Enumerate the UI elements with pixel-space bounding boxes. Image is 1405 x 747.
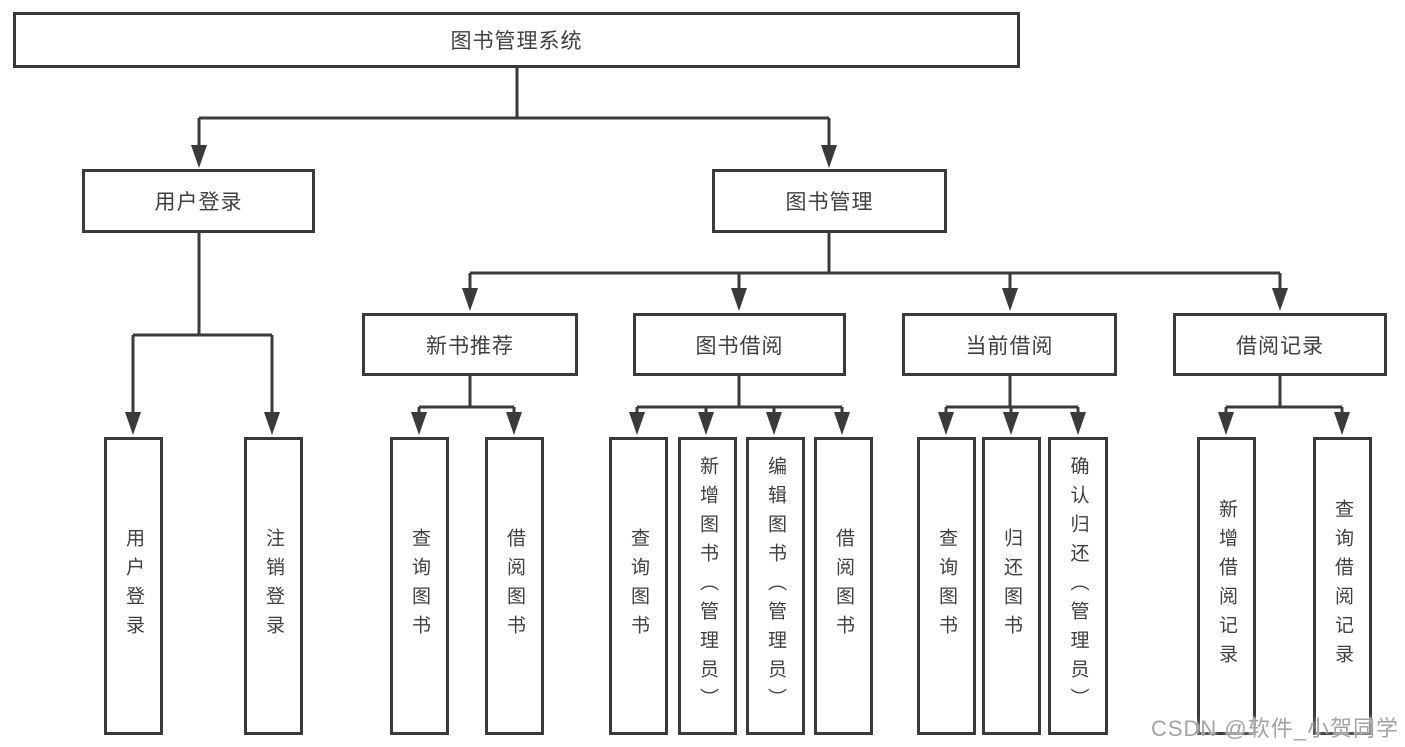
arrow-down-icon	[766, 412, 782, 435]
node-borrowing-records: 借阅记录	[1173, 313, 1387, 376]
leaf-query-borrow-record: 查询借阅记录	[1313, 437, 1372, 735]
leaf-label: 查询借阅记录	[1332, 499, 1353, 673]
node-new-book-recommendation: 新书推荐	[362, 313, 578, 376]
leaf-label: 确认归还（管理员）	[1067, 455, 1089, 717]
leaf-borrow-books: 借阅图书	[814, 437, 873, 735]
arrow-down-icon	[506, 412, 522, 435]
arrow-down-icon	[698, 412, 714, 435]
leaf-label: 借阅图书	[504, 528, 525, 644]
leaf-label: 新增图书（管理员）	[697, 455, 718, 717]
arrow-down-icon	[1272, 288, 1288, 311]
arrow-down-icon	[1070, 412, 1086, 435]
node-label: 图书管理系统	[450, 30, 583, 53]
arrow-down-icon	[938, 412, 954, 435]
leaf-label: 用户登录	[123, 528, 144, 644]
node-current-borrowing: 当前借阅	[902, 313, 1117, 376]
leaf-label: 查询图书	[409, 528, 430, 644]
arrow-down-icon	[834, 412, 850, 435]
node-label: 用户登录	[154, 191, 243, 214]
arrow-down-icon	[462, 288, 478, 311]
leaf-query-books-recommend: 查询图书	[390, 437, 449, 735]
leaf-logout: 注销登录	[244, 437, 303, 735]
node-label: 借阅记录	[1236, 334, 1324, 358]
leaf-label: 注销登录	[263, 528, 284, 644]
csdn-watermark: CSDN @软件_小贺同学	[1150, 716, 1399, 741]
arrow-down-icon	[264, 412, 280, 435]
node-label: 图书管理	[785, 191, 874, 214]
node-library-management-system: 图书管理系统	[13, 12, 1020, 68]
leaf-add-book-admin: 新增图书（管理员）	[678, 437, 737, 735]
arrow-down-icon	[1002, 288, 1018, 311]
node-label: 图书借阅	[695, 334, 784, 358]
arrow-down-icon	[191, 145, 207, 168]
arrow-down-icon	[125, 412, 141, 435]
arrow-down-icon	[629, 412, 645, 435]
leaf-borrow-books-recommend: 借阅图书	[485, 437, 544, 735]
leaf-query-books-current: 查询图书	[917, 437, 976, 735]
leaf-label: 新增借阅记录	[1216, 499, 1237, 673]
node-user-login: 用户登录	[82, 169, 315, 233]
arrow-down-icon	[1218, 412, 1234, 435]
arrow-down-icon	[411, 412, 427, 435]
leaf-label: 编辑图书（管理员）	[765, 455, 786, 717]
leaf-confirm-return-admin: 确认归还（管理员）	[1048, 437, 1108, 735]
node-label: 新书推荐	[426, 334, 514, 358]
arrow-down-icon	[821, 145, 837, 168]
leaf-query-books-borrow: 查询图书	[609, 437, 668, 735]
arrow-down-icon	[1003, 412, 1019, 435]
leaf-user-login: 用户登录	[104, 437, 163, 735]
node-book-management: 图书管理	[712, 169, 947, 233]
leaf-label: 借阅图书	[833, 528, 854, 644]
arrow-down-icon	[1334, 412, 1350, 435]
node-label: 当前借阅	[965, 334, 1054, 358]
node-book-borrowing: 图书借阅	[633, 313, 846, 376]
arrow-down-icon	[731, 288, 747, 311]
leaf-return-book: 归还图书	[982, 437, 1041, 735]
leaf-add-borrow-record: 新增借阅记录	[1197, 437, 1256, 735]
leaf-label: 查询图书	[936, 528, 957, 644]
leaf-edit-book-admin: 编辑图书（管理员）	[746, 437, 805, 735]
leaf-label: 归还图书	[1001, 528, 1022, 644]
leaf-label: 查询图书	[628, 528, 649, 644]
